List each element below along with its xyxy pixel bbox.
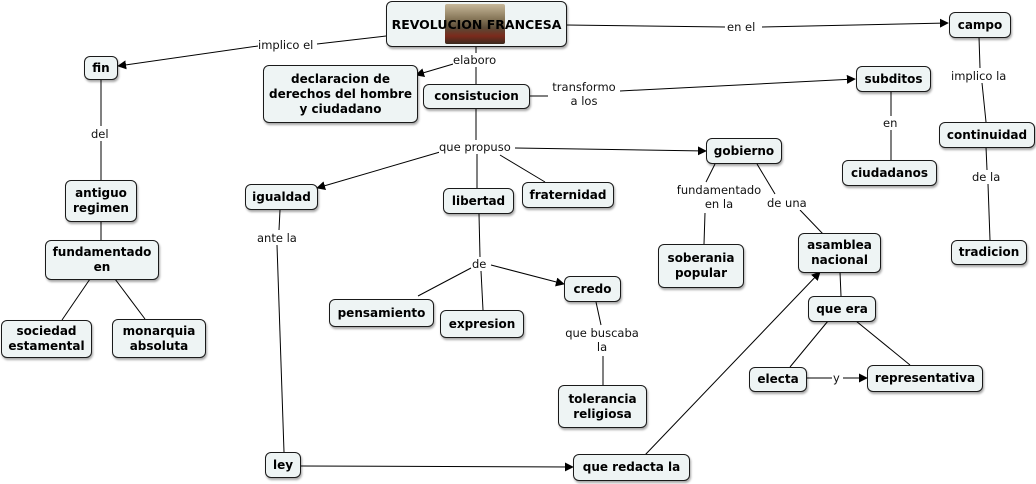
- edge-deuna-asamblea: [799, 209, 824, 235]
- link-label-que-propuso: que propuso: [439, 140, 511, 154]
- link-label-que-buscaba-la: que buscaba la: [563, 326, 641, 354]
- link-label-implico-el: implico el: [258, 38, 314, 52]
- link-label-en: en: [883, 116, 898, 130]
- edge-asamblea-queera: [839, 271, 842, 297]
- link-label-ante-la: ante la: [257, 231, 297, 245]
- revolution-painting-image: [445, 4, 505, 44]
- edge-enel-campo: [761, 18, 949, 28]
- link-label-transformo-a-los: transformo a los: [548, 80, 620, 108]
- node-gobierno[interactable]: gobierno: [706, 138, 782, 164]
- edge-gobierno-deuna: [756, 163, 776, 195]
- node-consistucion[interactable]: consistucion: [423, 84, 530, 109]
- node-fin[interactable]: fin: [84, 56, 118, 80]
- node-monarquia-absoluta[interactable]: monarquia absoluta: [112, 319, 206, 358]
- link-label-fundamentado-en-la: fundamentado en la: [673, 183, 765, 211]
- edge-credo-quebuscaba: [595, 301, 602, 326]
- edge-root-implico: [316, 35, 387, 45]
- edge-root-enel: [565, 24, 726, 28]
- node-tradicion[interactable]: tradicion: [951, 240, 1027, 265]
- node-electa[interactable]: electa: [749, 367, 807, 392]
- edge-de-credo: [490, 264, 565, 287]
- link-label-de-la: de la: [972, 170, 1001, 184]
- edge-libertad-de: [478, 213, 481, 258]
- node-asamblea-nacional[interactable]: asamblea nacional: [798, 233, 881, 273]
- node-que-redacta-la[interactable]: que redacta la: [573, 454, 690, 481]
- edge-igualdad-antela: [278, 209, 281, 231]
- node-pensamiento[interactable]: pensamiento: [329, 299, 434, 327]
- node-antiguo-regimen[interactable]: antiguo regimen: [65, 180, 137, 222]
- edge-implico-fin: [117, 45, 259, 70]
- edge-transformo-subditos: [619, 74, 856, 92]
- edge-continuidad-dela: [985, 146, 988, 171]
- edge-antela-ley: [276, 244, 285, 453]
- node-soberania-popular[interactable]: soberania popular: [658, 244, 744, 288]
- link-label-de-una: de una: [767, 196, 807, 210]
- node-ciudadanos[interactable]: ciudadanos: [842, 160, 937, 186]
- node-continuidad[interactable]: continuidad: [939, 122, 1035, 148]
- edge-quepropuso-fraternidad: [499, 154, 546, 183]
- node-expresion[interactable]: expresion: [440, 310, 524, 338]
- edge-elaboro-declaracion: [415, 61, 461, 78]
- node-ley[interactable]: ley: [265, 452, 301, 478]
- edge-gobierno-fundamentado: [705, 163, 716, 183]
- node-libertad[interactable]: libertad: [443, 188, 514, 214]
- edge-queera-electa: [789, 320, 829, 368]
- node-tolerancia-religiosa[interactable]: tolerancia religiosa: [558, 385, 647, 428]
- link-label-del: del: [91, 127, 109, 141]
- edge-quereacta-asamblea: [644, 271, 821, 456]
- edge-fundamentado-soberania: [703, 212, 706, 245]
- edge-de-pensamiento: [417, 267, 472, 297]
- link-label-implico-la: implico la: [951, 69, 1007, 83]
- node-sociedad-estamental[interactable]: sociedad estamental: [1, 320, 92, 358]
- edge-fundamentado-monarquia: [114, 278, 146, 320]
- link-label-de: de: [472, 257, 487, 271]
- node-revolucion-francesa[interactable]: REVOLUCION FRANCESA: [386, 1, 567, 47]
- edge-dela-tradicion: [987, 183, 991, 241]
- node-fundamentado-en[interactable]: fundamentado en: [45, 240, 159, 280]
- node-credo[interactable]: credo: [564, 276, 621, 302]
- edge-queera-representativa: [855, 320, 911, 366]
- edge-campo-implico: [978, 36, 981, 69]
- node-igualdad[interactable]: igualdad: [245, 184, 318, 210]
- edge-ley-quereacta: [299, 462, 574, 472]
- node-fraternidad[interactable]: fraternidad: [522, 182, 614, 208]
- edge-quepropuso-igualdad: [316, 151, 441, 191]
- edge-quepropuso-gobierno: [514, 146, 707, 156]
- edge-fundamentado-sociedad: [61, 278, 91, 321]
- node-que-era[interactable]: que era: [808, 296, 876, 322]
- link-label-elaboro: elaboro: [453, 53, 497, 67]
- node-representativa[interactable]: representativa: [867, 365, 983, 392]
- node-subditos[interactable]: subditos: [856, 66, 931, 92]
- link-label-en-el: en el: [727, 20, 756, 34]
- edge-de-expresion: [480, 270, 484, 311]
- link-label-y: y: [833, 371, 840, 385]
- node-campo[interactable]: campo: [949, 12, 1011, 38]
- node-declaracion[interactable]: declaracion de derechos del hombre y ciu…: [263, 65, 418, 123]
- edge-implico-continuidad: [981, 82, 987, 123]
